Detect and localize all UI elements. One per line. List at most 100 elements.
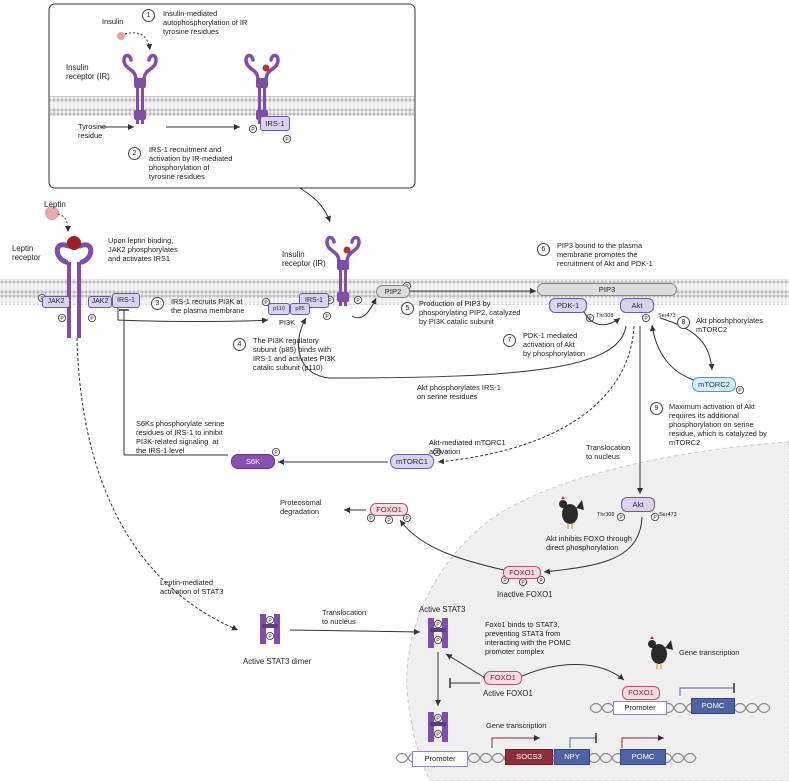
p-foxo1-inact-3-text: P xyxy=(539,578,543,584)
insulin-receptor-label: Insulin receptor (IR) xyxy=(282,250,326,268)
p-irs1-2 xyxy=(322,311,331,320)
leptin-receptor-label: Leptin receptor xyxy=(12,244,41,262)
ir-inset-1-arm-right xyxy=(142,53,158,82)
active-foxo1-label: Active FOXO1 xyxy=(483,689,533,698)
p-foxo1-inact-2-text: P xyxy=(521,580,525,586)
p-foxo1-deg-2-text: P xyxy=(387,518,391,524)
akt-irs1-note: Akt phosphorylates IRS-1 on serine resid… xyxy=(417,383,501,401)
p-akt-nuc-1-text: P xyxy=(619,515,623,521)
p-irs1-2-text: P xyxy=(325,314,329,320)
irs1-inset-box: IRS-1 xyxy=(260,116,290,131)
mtorc1-box: mTORC1 xyxy=(390,454,434,469)
p-inset-2 xyxy=(282,134,291,143)
akt-inhibits-foxo-label: Akt inhibits FOXO through direct phospho… xyxy=(546,534,632,552)
inset-membrane xyxy=(50,96,414,116)
ir-main-kinase xyxy=(337,292,349,302)
active-stat3-label: Active STAT3 xyxy=(419,605,466,614)
foxo1-promoter-box: FOXO1 xyxy=(622,686,660,700)
stat3-dimer-promoter-right xyxy=(442,712,448,742)
p-thr308 xyxy=(586,313,595,322)
p-leptin-2 xyxy=(88,313,97,322)
mtorc2-akt-arrow xyxy=(649,324,695,381)
p-s6k-text: P xyxy=(274,450,278,456)
stat3-dimer-nuc-right xyxy=(442,618,448,648)
pomc-gene-1: POMC xyxy=(620,749,666,765)
tyrosine-residue-label: Tyrosine residue xyxy=(78,122,106,140)
akt-nucleus-box: Akt xyxy=(621,497,655,512)
ir-main-arm-right xyxy=(345,235,361,264)
foxo1-degradation-box: FOXO1 xyxy=(370,503,408,516)
stat3-dimer-cyto-p1 xyxy=(265,616,274,625)
step-1-number: 1 xyxy=(142,9,155,22)
step-2-number: 2 xyxy=(128,147,141,160)
step-8-text: Akt phoshphorylates mTORC2 xyxy=(696,316,763,334)
hen-1-head xyxy=(559,500,567,508)
foxo1-stat3-arrow xyxy=(445,653,489,682)
translocation-stat3-label: Translocation to nucleus xyxy=(322,608,367,626)
stat3-dimer-promoter-p2 xyxy=(433,730,442,739)
stat3-dimer-cyto-right xyxy=(274,614,280,644)
insulin-label: Insulin xyxy=(102,17,124,26)
leptin-molecule xyxy=(45,206,59,220)
akt-foxo1-arrow xyxy=(543,516,643,575)
insulin-receptor-inset-label: Insulin receptor (IR) xyxy=(66,63,110,81)
stat3-dimer-cyto-p2 xyxy=(265,632,274,641)
mtorc2-box: mTORC2 xyxy=(692,377,736,392)
socs3-tss xyxy=(491,735,540,748)
p-foxo1-inact-1-text: P xyxy=(503,578,507,584)
nucleus xyxy=(406,441,789,781)
p-ir-main-2-text: P xyxy=(356,298,360,304)
ir-main-stem-left xyxy=(339,270,342,306)
inset-to-main-arrow xyxy=(299,187,331,223)
stat3-dimer-promoter-p1-text: P xyxy=(436,716,440,722)
hen-2-body xyxy=(651,644,667,664)
p-foxo1-deg-1-text: P xyxy=(369,516,373,522)
leptin-bound xyxy=(67,236,81,250)
stat3-dimer-cyto-p2-text: P xyxy=(268,634,272,640)
pdk1-akt-arrow xyxy=(583,311,621,326)
step-3-text: IRS-1 recruits PI3K at the plasma membra… xyxy=(171,297,245,315)
hen-2-tail xyxy=(665,640,673,650)
translocation-akt-label: Translocation to nucleus xyxy=(586,443,631,461)
p-akt-nuc-1 xyxy=(617,513,626,522)
hen-1-tail xyxy=(576,500,584,510)
ir-main-arm-left xyxy=(325,235,341,264)
akt-mtorc2-arrow xyxy=(659,317,715,371)
insulin-molecule xyxy=(117,32,125,40)
p-foxo1-deg-3 xyxy=(402,514,411,523)
step-7-text: PDK-1 mediated activation of Akt by phos… xyxy=(523,331,586,358)
akt-membrane-box: Akt xyxy=(620,298,654,313)
s6k-note: S6Ks phosphorylate serine residues of IR… xyxy=(136,419,225,455)
step-9-number: 9 xyxy=(650,402,663,415)
p-mtorc1-text: P xyxy=(435,450,439,456)
ir-inset-1-arm-left xyxy=(122,53,138,82)
p-leptin-2-text: P xyxy=(90,316,94,322)
ir-inset-2-stem-right xyxy=(263,88,266,124)
irs1-leptin-box: IRS-1 xyxy=(112,293,140,308)
stat3-dimer-nuc-p1 xyxy=(433,620,442,629)
step-1-text: Insulin-mediated autophosphorylation of … xyxy=(163,9,248,36)
p-ser473 xyxy=(642,313,651,322)
hen-2-comb xyxy=(650,636,654,639)
step-9-text: Maximum activation of Akt requires its a… xyxy=(669,402,767,447)
irs1-recruit-arrow xyxy=(117,304,269,324)
proteosomal-degradation-label: Proteosomal degradation xyxy=(280,498,322,516)
p-leptin-1 xyxy=(58,313,67,322)
p110-box: p110 xyxy=(268,303,290,315)
step-2-text: IRS-1 recruitment and activation by IR-m… xyxy=(149,145,233,181)
leptin-jak2-note: Upon leptin binding, JAK2 phosphorylates… xyxy=(108,236,178,263)
stat3-translocation-arrow xyxy=(289,628,421,635)
ir-main-neck xyxy=(337,260,349,270)
gene-transcription-label-2: Gene transcription xyxy=(486,721,547,730)
pip2-box: PIP2 xyxy=(376,285,410,298)
pomc-gene-2: POMC xyxy=(691,698,735,714)
step-8-number: 8 xyxy=(677,316,690,329)
jak2-left-box: JAK2 xyxy=(42,296,70,308)
p-ser473-text: P xyxy=(644,316,648,322)
akt-mtorc1-arrow xyxy=(437,325,635,465)
p-ir-main-2 xyxy=(353,295,362,304)
hen-1-body xyxy=(562,504,578,524)
inactive-foxo1-label: Inactive FOXO1 xyxy=(497,590,553,599)
foxo1-active-box: FOXO1 xyxy=(484,671,522,685)
